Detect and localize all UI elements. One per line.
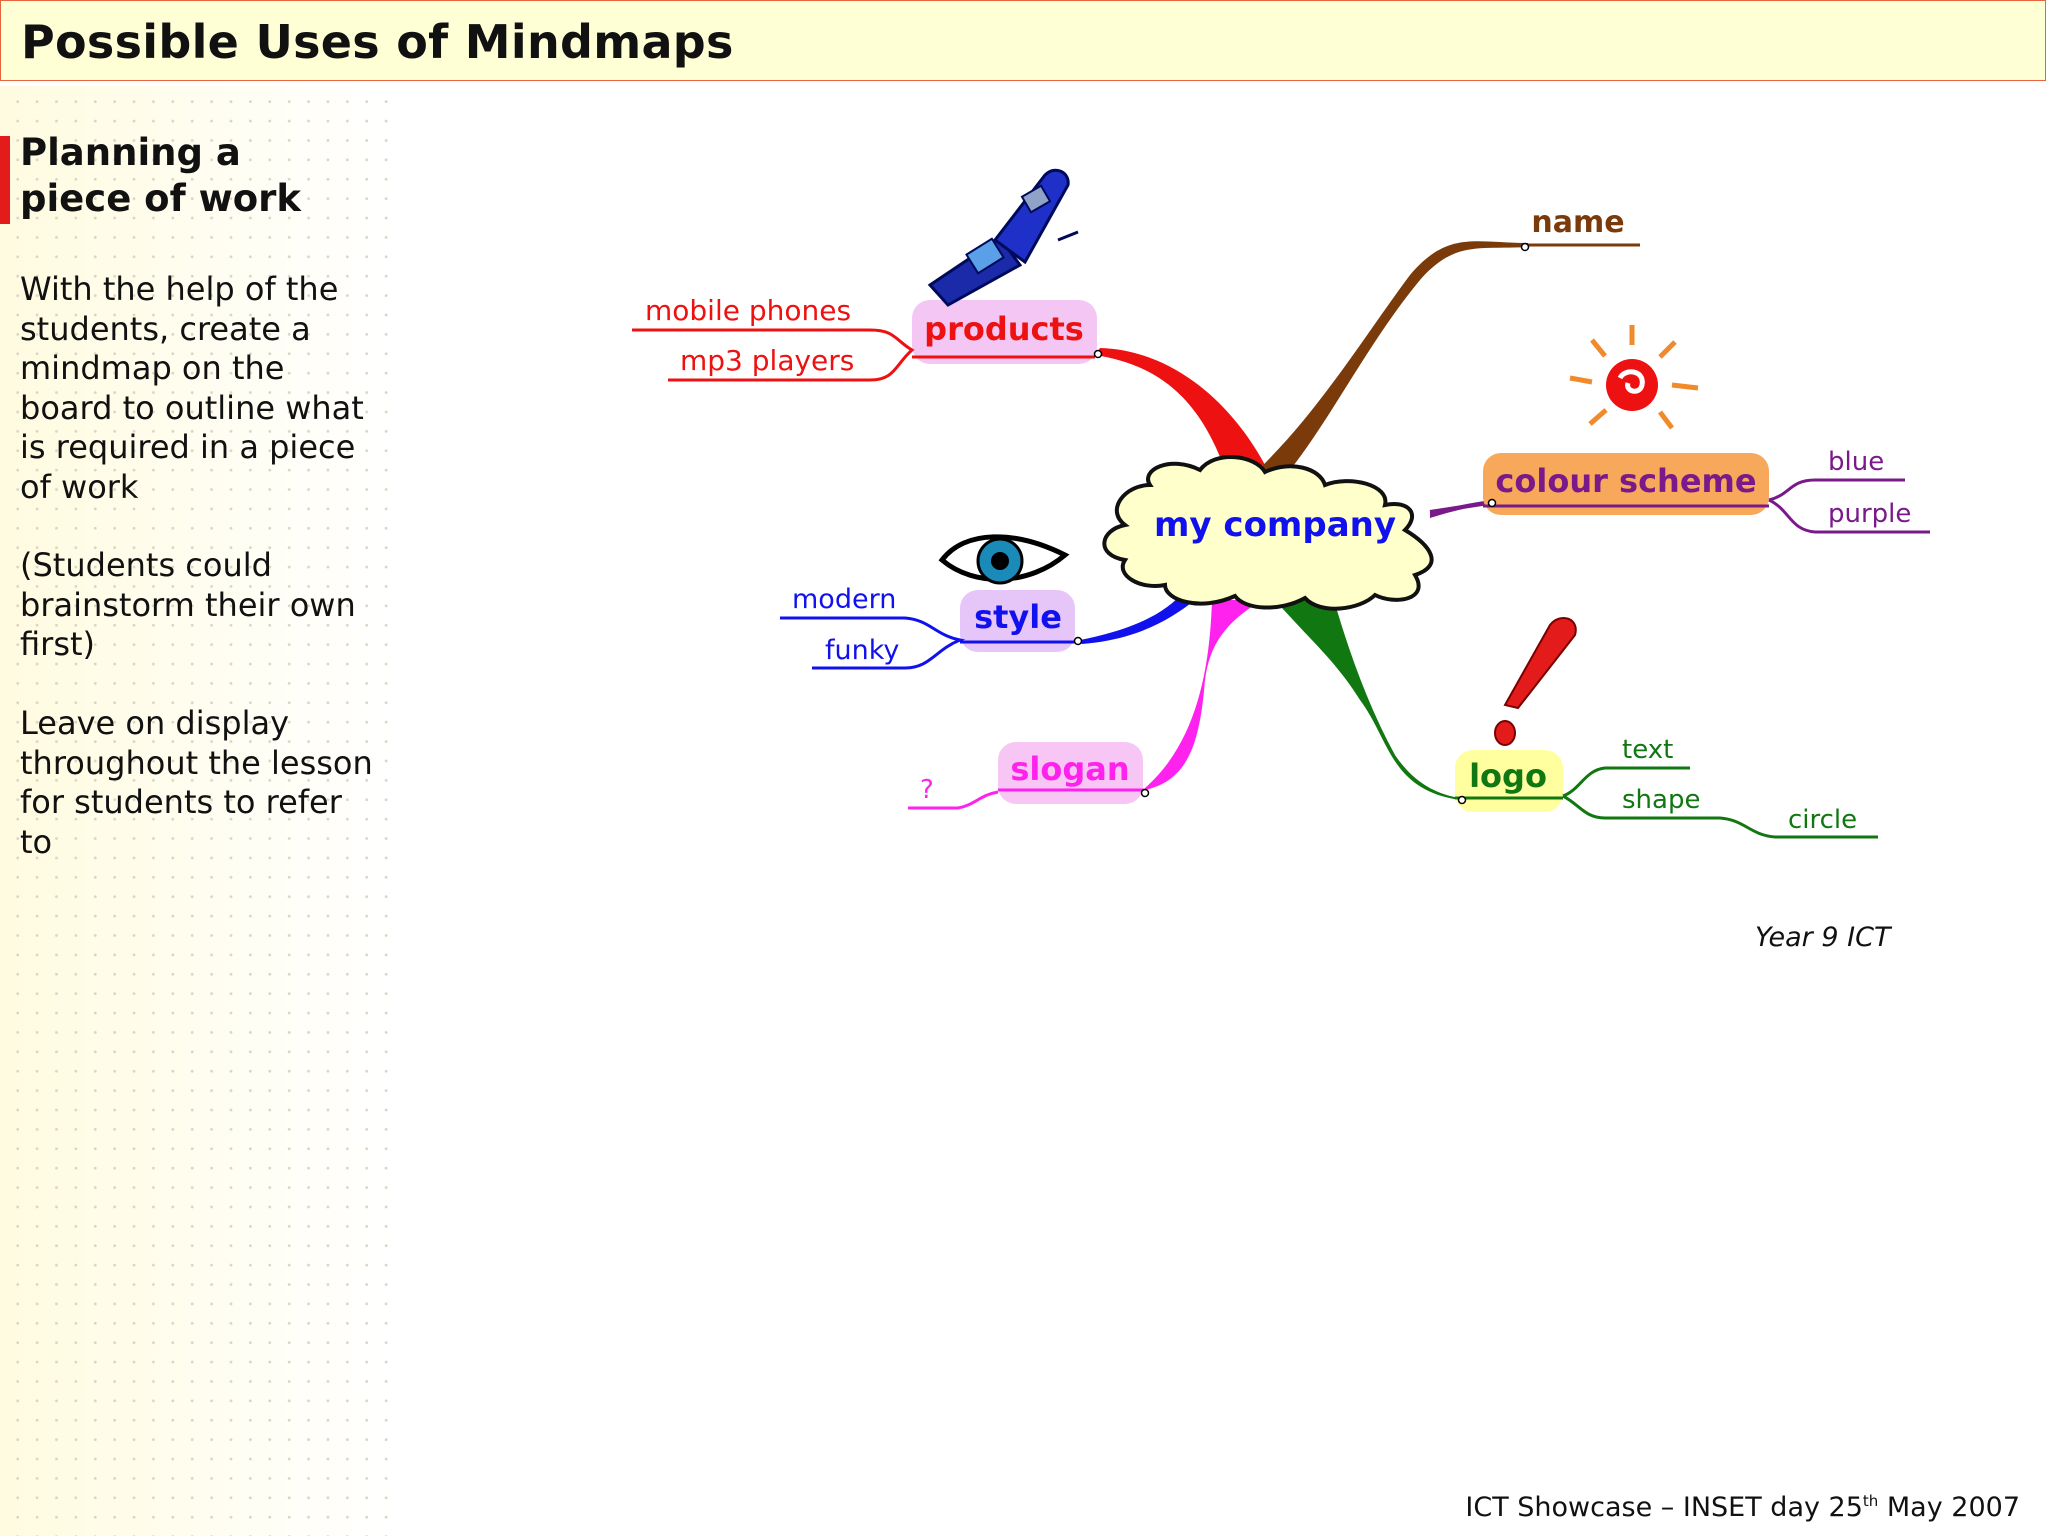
junction-dots — [1073, 242, 1530, 805]
footer-text: ICT Showcase – INSET day 25th May 2007 — [1465, 1492, 2020, 1523]
style-child-1: modern — [792, 584, 896, 615]
connector-colour-scheme — [1429, 500, 1496, 514]
sidebar — [0, 86, 392, 1536]
footer-sup: th — [1862, 1492, 1879, 1510]
footer-prefix: ICT Showcase – INSET day 25 — [1465, 1492, 1863, 1523]
slogan-child-1: ? — [920, 775, 934, 805]
eye-icon — [938, 534, 1070, 585]
colour-scheme-child-connector — [1768, 478, 1930, 534]
sidebar-paragraph-2: (Students could brainstorm their own fir… — [20, 546, 356, 663]
colour-scheme-label: colour scheme — [1495, 462, 1756, 500]
footer-caption: Year 9 ICT — [1755, 922, 1891, 953]
branch-slogan-stem — [1145, 600, 1262, 790]
center-label: my company — [1154, 505, 1396, 545]
colour-scheme-child-1: blue — [1828, 447, 1884, 477]
branch-name-stem — [1258, 241, 1528, 470]
center-cloud — [1102, 455, 1434, 611]
products-child-connector — [632, 328, 915, 382]
colour-scheme-child-2: purple — [1828, 499, 1911, 529]
name-label: name — [1531, 205, 1624, 240]
logo-label: logo — [1469, 757, 1547, 795]
slogan-label: slogan — [1010, 750, 1129, 788]
colour-scheme-node-box — [1483, 453, 1769, 515]
sidebar-accent-bar — [0, 136, 10, 224]
footer-suffix: May 2007 — [1878, 1492, 2020, 1523]
sidebar-paragraph-1: With the help of the students, create a … — [20, 270, 364, 506]
products-node-box — [912, 300, 1097, 364]
style-child-connector — [780, 616, 966, 670]
title-bar: Possible Uses of Mindmaps — [0, 0, 2046, 81]
logo-child-2: shape — [1622, 785, 1700, 815]
style-node-box — [960, 590, 1075, 652]
mobile-phone-icon — [927, 168, 1079, 307]
branch-logo-stem — [1275, 586, 1460, 800]
logo-child-connector — [1562, 766, 1878, 839]
sidebar-paragraph-3: Leave on display throughout the lesson f… — [20, 704, 373, 861]
products-label: products — [924, 310, 1084, 348]
exclamation-icon — [1494, 616, 1577, 746]
slogan-child-connector — [908, 790, 999, 810]
branch-products-stem — [1095, 348, 1265, 470]
logo-child-1: text — [1622, 735, 1673, 765]
style-child-2: funky — [825, 635, 899, 666]
sidebar-heading: Planning a piece of work — [20, 131, 302, 220]
products-child-2: mp3 players — [680, 344, 854, 377]
logo-grandchild-1: circle — [1788, 805, 1857, 835]
slide-title: Possible Uses of Mindmaps — [21, 15, 734, 69]
products-child-1: mobile phones — [645, 294, 851, 327]
style-label: style — [974, 598, 1062, 636]
sun-icon — [1569, 325, 1699, 430]
